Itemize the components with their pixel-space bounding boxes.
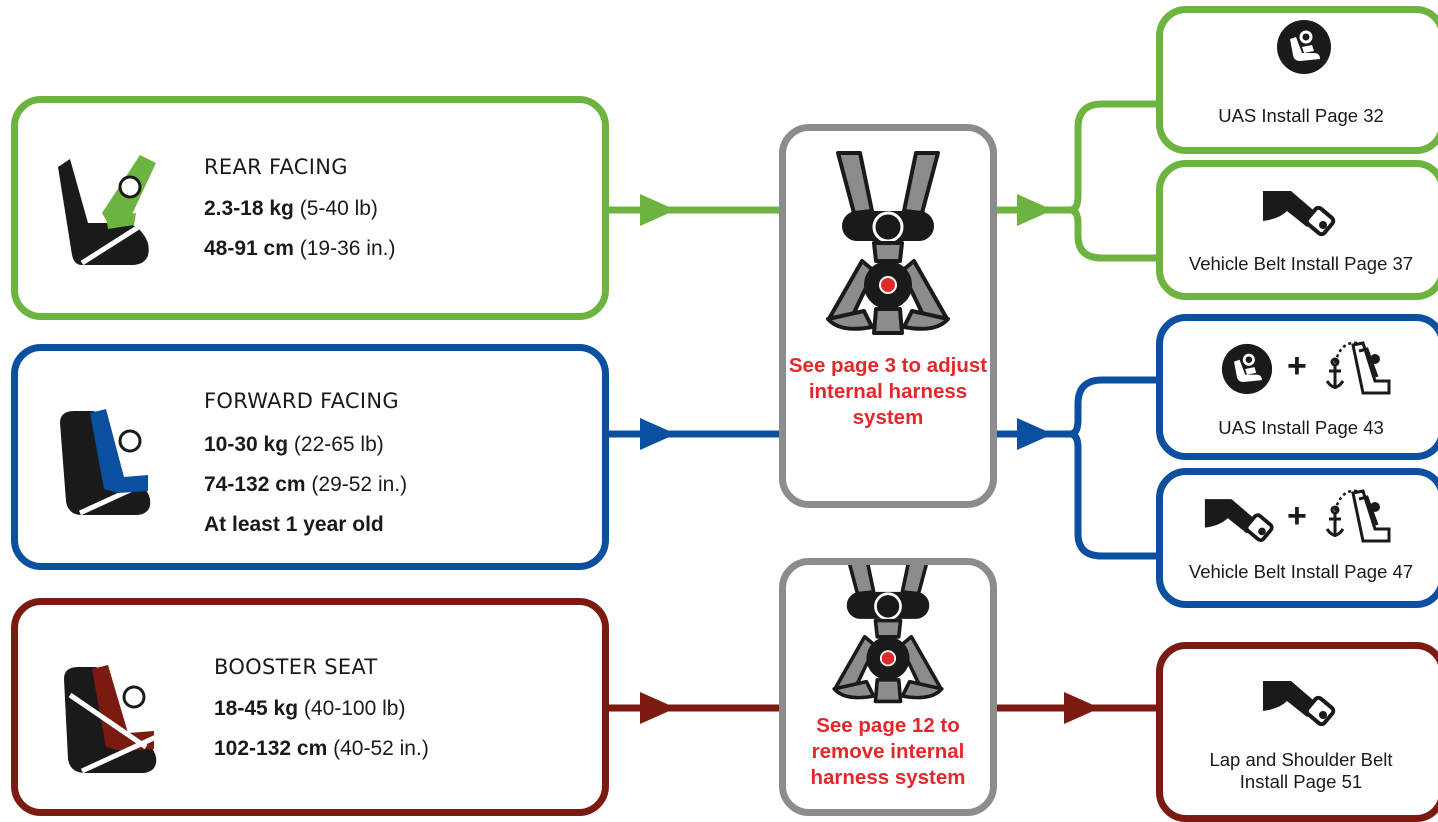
category-title: BOOSTER SEAT xyxy=(214,655,378,679)
install-box-booster-belt: Lap and Shoulder Belt Install Page 51 xyxy=(1156,642,1438,822)
arrow-booster-1 xyxy=(640,692,676,724)
arrow-forward-1 xyxy=(640,418,676,450)
install-box-forward-uas: + UAS Install Page 43 xyxy=(1156,314,1438,460)
weight-range: 18-45 kg (40-100 lb) xyxy=(214,697,406,720)
height-range: 48-91 cm (19-36 in.) xyxy=(204,237,396,260)
arrow-booster-2 xyxy=(1064,692,1100,724)
rear-facing-box: REAR FACING 2.3-18 kg (5-40 lb) 48-91 cm… xyxy=(11,96,609,320)
harness-remove-box: See page 12 to remove internal harness s… xyxy=(779,558,997,816)
seat-belt-icon xyxy=(1204,499,1274,543)
height-range: 102-132 cm (40-52 in.) xyxy=(214,737,429,760)
age-requirement: At least 1 year old xyxy=(204,513,384,536)
harness-icon xyxy=(832,565,944,704)
harness-adjust-note: See page 3 to adjust internal harness sy… xyxy=(788,354,988,429)
weight-range: 10-30 kg (22-65 lb) xyxy=(204,433,384,456)
uas-icon xyxy=(1277,20,1331,74)
harness-icon xyxy=(826,151,950,335)
arrow-rear-1 xyxy=(640,194,676,226)
forward-facing-box: FORWARD FACING 10-30 kg (22-65 lb) 74-13… xyxy=(11,344,609,570)
height-range: 74-132 cm (29-52 in.) xyxy=(204,473,408,496)
install-box-rear-belt: Vehicle Belt Install Page 37 xyxy=(1156,160,1438,300)
seat-belt-icon xyxy=(1263,681,1336,727)
install-label: UAS Install Page 43 xyxy=(1218,417,1384,438)
install-label: Vehicle Belt Install Page 47 xyxy=(1188,561,1414,582)
harness-adjust-box: See page 3 to adjust internal harness sy… xyxy=(779,124,997,508)
plus-sign: + xyxy=(1287,497,1307,535)
install-box-rear-uas: UAS Install Page 32 xyxy=(1156,6,1438,154)
category-title: REAR FACING xyxy=(204,155,348,179)
booster-seat-icon xyxy=(64,665,158,774)
booster-seat-box: BOOSTER SEAT 18-45 kg (40-100 lb) 102-13… xyxy=(11,598,609,816)
car-seat-rear-icon xyxy=(58,155,156,266)
category-title: FORWARD FACING xyxy=(204,389,399,413)
tether-anchor-icon xyxy=(1325,341,1391,395)
car-seat-forward-icon xyxy=(60,409,152,516)
weight-range: 2.3-18 kg (5-40 lb) xyxy=(204,197,378,220)
arrow-forward-2 xyxy=(1017,418,1053,450)
install-label: Lap and Shoulder Belt Install Page 51 xyxy=(1209,749,1393,792)
install-box-forward-belt: + Vehicle Belt Install Page 47 xyxy=(1156,468,1438,608)
tether-anchor-icon xyxy=(1325,489,1391,543)
install-label: Vehicle Belt Install Page 37 xyxy=(1188,253,1414,274)
seat-belt-icon xyxy=(1263,191,1336,237)
install-label: UAS Install Page 32 xyxy=(1218,105,1384,126)
uas-icon xyxy=(1221,343,1273,395)
harness-remove-note: See page 12 to remove internal harness s… xyxy=(810,714,966,789)
plus-sign: + xyxy=(1287,347,1307,385)
arrow-rear-2 xyxy=(1017,194,1053,226)
